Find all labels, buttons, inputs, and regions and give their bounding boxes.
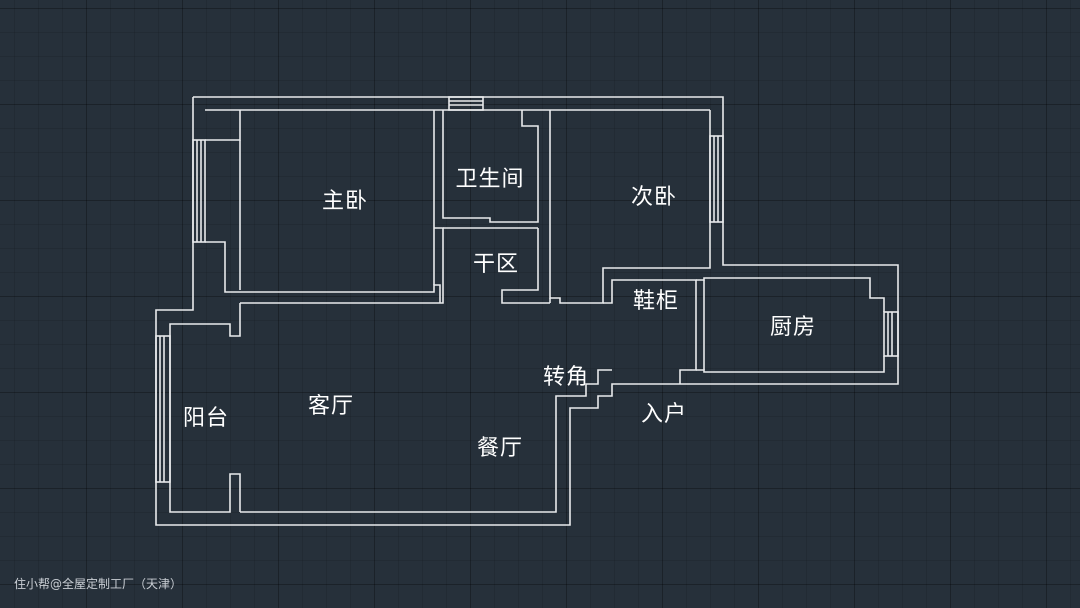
label-living-room: 客厅 <box>307 394 355 419</box>
kitchen-wall <box>696 277 885 312</box>
label-kitchen: 厨房 <box>769 315 817 340</box>
label-balcony: 阳台 <box>182 406 230 431</box>
dry-area-wall <box>501 228 550 304</box>
kitchen-window <box>883 311 899 357</box>
master-bedroom-wall-left <box>205 241 441 303</box>
label-bathroom: 卫生间 <box>455 167 525 192</box>
label-dry-area: 干区 <box>472 252 520 277</box>
kitchen-wall-bottom <box>696 356 885 373</box>
label-second-bedroom: 次卧 <box>630 185 678 210</box>
living-dining-bottom <box>240 369 612 513</box>
bathroom-wall <box>442 110 539 223</box>
second-bedroom-window <box>709 135 724 223</box>
balcony-window <box>155 335 171 483</box>
label-shoe-cabinet: 鞋柜 <box>632 289 680 314</box>
master-bedroom-wall <box>205 110 241 141</box>
watermark-text: 住小帮@全屋定制工厂（天津） <box>14 577 183 591</box>
bathroom-wall-inner <box>240 227 444 304</box>
label-corner: 转角 <box>542 365 590 390</box>
label-dining-room: 餐厅 <box>476 436 524 461</box>
label-master-bedroom: 主卧 <box>321 189 369 214</box>
label-entrance: 入户 <box>640 402 688 427</box>
second-bedroom-wall <box>549 110 711 304</box>
top-window <box>448 96 484 111</box>
master-window <box>192 139 206 243</box>
